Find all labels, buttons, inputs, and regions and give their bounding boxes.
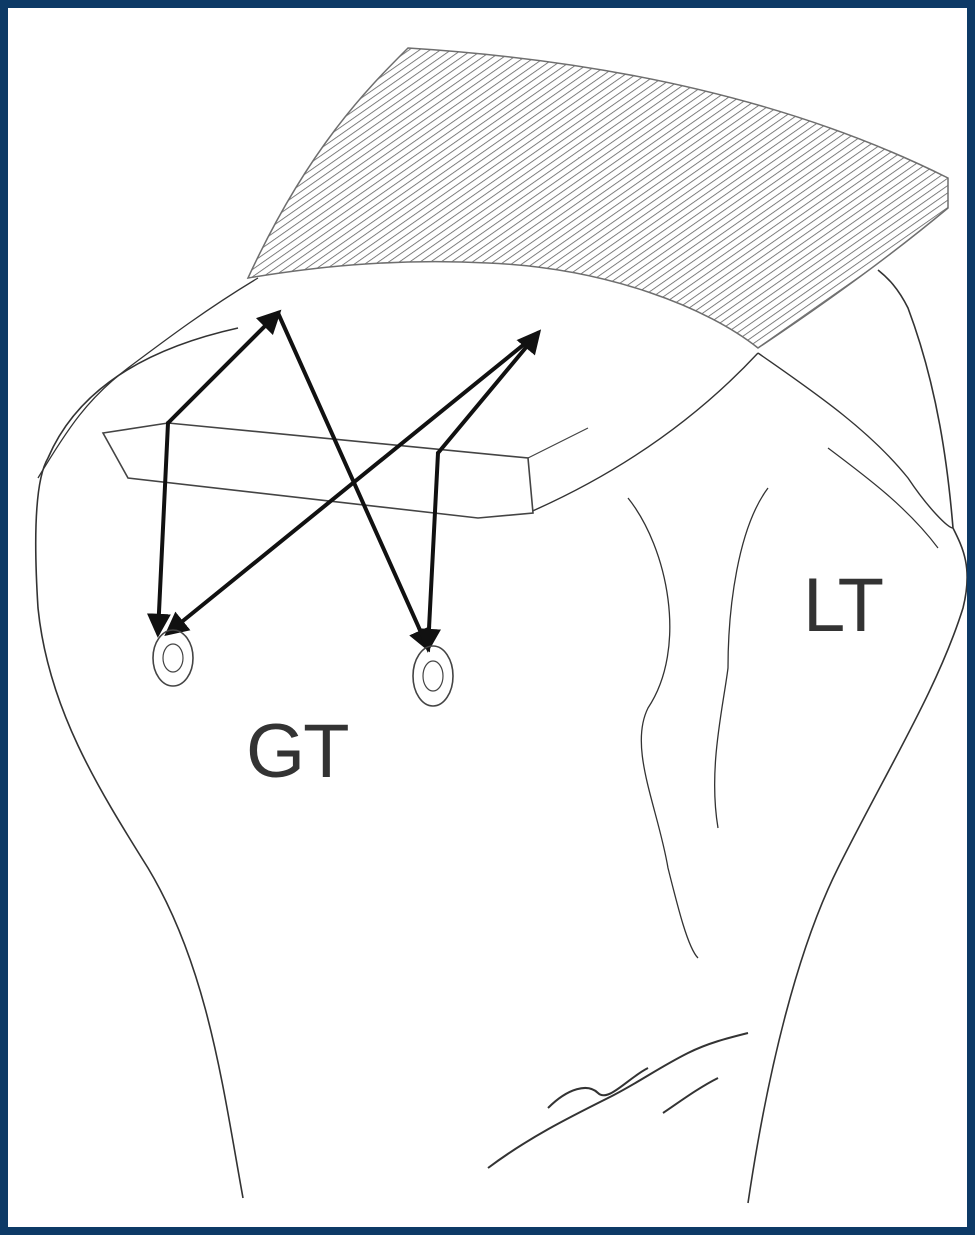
label-greater-tuberosity: GT [246,714,348,790]
humerus-outline-right [748,270,967,1203]
lesser-tuberosity-ridge [758,353,953,528]
label-lesser-tuberosity: LT [803,568,882,644]
tendon-edge [528,353,758,513]
tendon-block-edge [528,428,588,458]
illustration-frame: GT LT [8,8,967,1227]
bicipital-groove-left [628,498,698,958]
artist-signature [488,1033,748,1168]
bicipital-groove-right [715,488,768,828]
suture-anchor-left [153,630,193,686]
suture-anchor-right [413,646,453,706]
rotator-cuff-tendon [248,48,948,348]
